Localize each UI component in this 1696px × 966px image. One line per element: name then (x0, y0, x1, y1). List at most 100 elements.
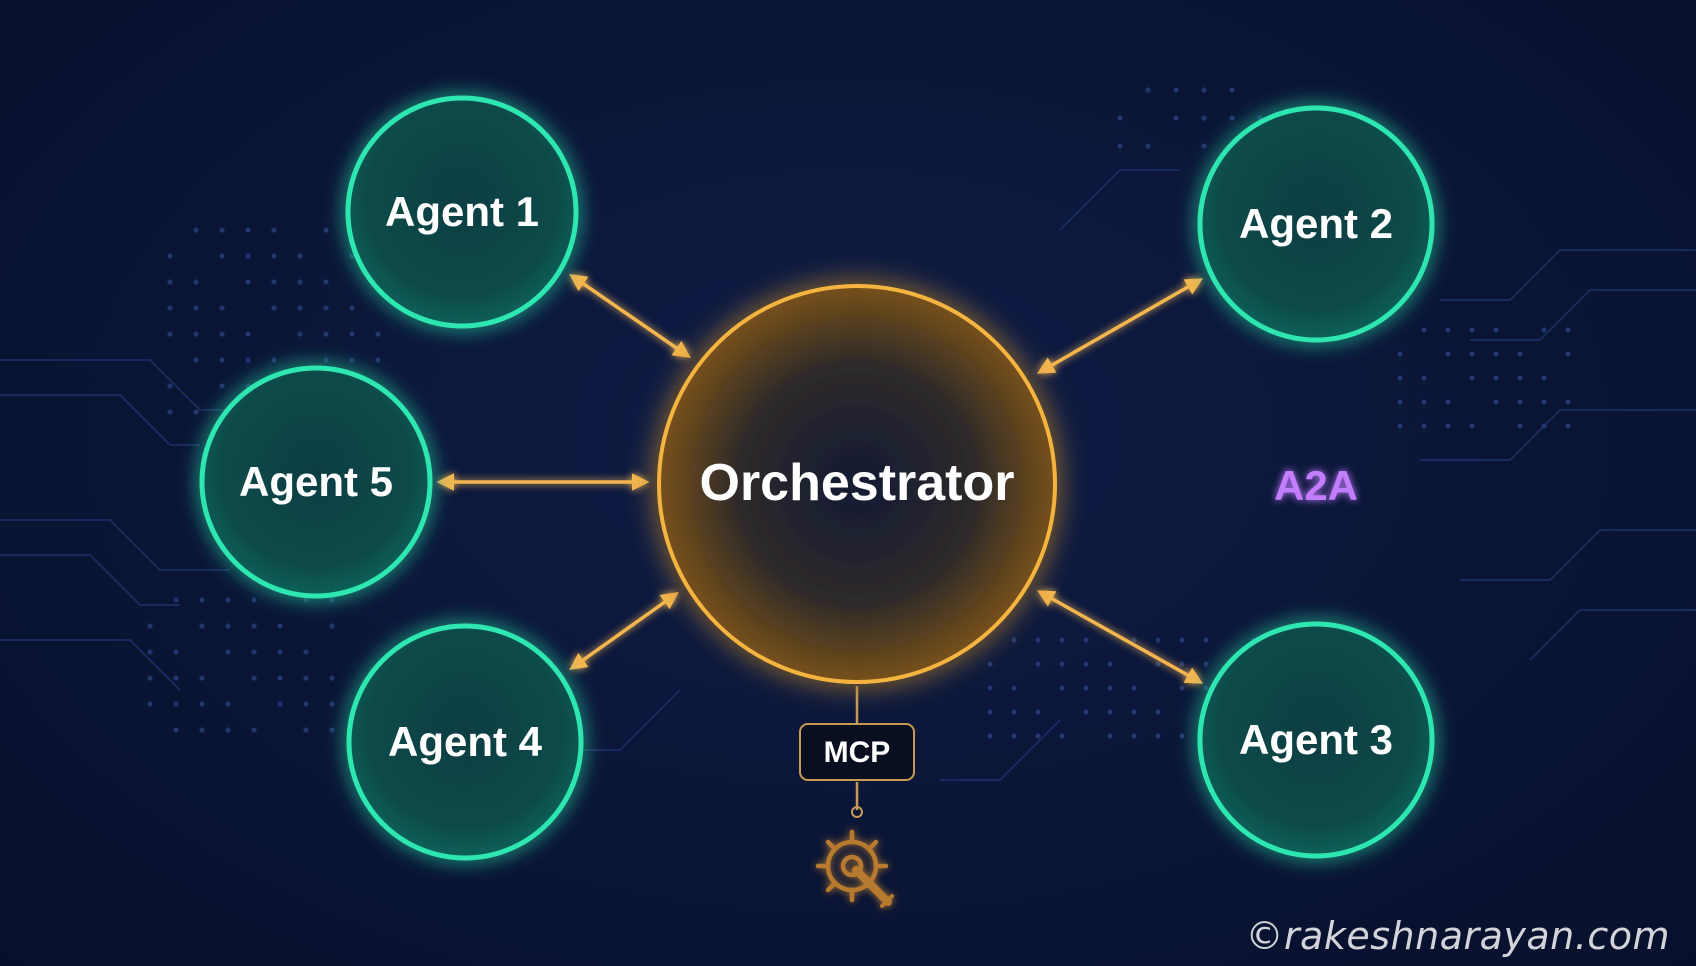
background-dot (271, 253, 277, 259)
background-dot (329, 623, 335, 629)
connector-agent-4 (569, 591, 679, 671)
background-dot (1493, 375, 1499, 381)
background-dot (987, 709, 993, 715)
background-dot (277, 623, 283, 629)
background-dot (167, 331, 173, 337)
background-dot (1565, 327, 1571, 333)
background-dot (277, 675, 283, 681)
background-dot (277, 701, 283, 707)
background-dot (225, 727, 231, 733)
background-dot (349, 357, 355, 363)
background-dot (1083, 661, 1089, 667)
background-dot (1493, 327, 1499, 333)
background-dot (1229, 115, 1235, 121)
background-dot (375, 331, 381, 337)
background-dot (1011, 685, 1017, 691)
background-dot (1469, 351, 1475, 357)
background-dot (349, 331, 355, 337)
background-dot (1445, 327, 1451, 333)
background-dot (297, 331, 303, 337)
background-dot (1011, 709, 1017, 715)
background-dot (323, 305, 329, 311)
background-dot (1203, 661, 1209, 667)
background-dot (1201, 143, 1207, 149)
background-dot (1397, 375, 1403, 381)
background-dot (1117, 143, 1123, 149)
agent-1-node: Agent 1 (345, 95, 579, 329)
background-dot (199, 623, 205, 629)
background-dot (1083, 685, 1089, 691)
agent-2-label: Agent 2 (1239, 200, 1393, 247)
background-dot (1155, 709, 1161, 715)
background-dot (1083, 637, 1089, 643)
background-dot (1229, 87, 1235, 93)
background-dot (303, 701, 309, 707)
background-dot (173, 675, 179, 681)
mcp-tool-node (851, 806, 863, 818)
background-dot (245, 253, 251, 259)
background-dot (1565, 351, 1571, 357)
background-dot (1203, 685, 1209, 691)
background-dot (1179, 661, 1185, 667)
background-dot (167, 279, 173, 285)
background-dot (1397, 423, 1403, 429)
background-dot (349, 305, 355, 311)
background-dot (167, 409, 173, 415)
background-dot (1397, 351, 1403, 357)
background-dot (1493, 351, 1499, 357)
agent-3-node: Agent 3 (1197, 621, 1435, 859)
background-dot (1565, 399, 1571, 405)
background-dot (1155, 637, 1161, 643)
background-dot (297, 253, 303, 259)
agent-2-node: Agent 2 (1197, 105, 1435, 343)
background-dot (1493, 399, 1499, 405)
background-dot (219, 305, 225, 311)
connector-agent-3 (1036, 590, 1204, 684)
background-dot (173, 701, 179, 707)
mcp-label: MCP (824, 736, 891, 769)
background-dot (297, 279, 303, 285)
background-dot (251, 623, 257, 629)
background-dot (1035, 637, 1041, 643)
background-dot (193, 409, 199, 415)
background-dot (1035, 661, 1041, 667)
a2a-label: A2A (1274, 462, 1358, 509)
background-dot (1517, 423, 1523, 429)
background-dot (199, 597, 205, 603)
background-dot (1131, 685, 1137, 691)
background-dot (167, 253, 173, 259)
agent-1-label: Agent 1 (385, 188, 539, 235)
background-dot (245, 227, 251, 233)
background-dot (167, 383, 173, 389)
background-dot (193, 331, 199, 337)
background-dot (297, 305, 303, 311)
background-dot (199, 701, 205, 707)
background-dot (1469, 375, 1475, 381)
background-dot (173, 649, 179, 655)
background-dot (271, 357, 277, 363)
background-dot (1203, 637, 1209, 643)
background-dot (1011, 733, 1017, 739)
background-dot (193, 279, 199, 285)
background-dot (167, 305, 173, 311)
background-dot (329, 701, 335, 707)
background-dot (147, 675, 153, 681)
background-dot (271, 227, 277, 233)
background-dot (323, 227, 329, 233)
background-dot (1565, 423, 1571, 429)
agent-3-label: Agent 3 (1239, 716, 1393, 763)
background-dot (219, 253, 225, 259)
orchestrator-node: Orchestrator (657, 284, 1057, 684)
background-dot (245, 331, 251, 337)
background-dot (271, 305, 277, 311)
background-dot (1517, 351, 1523, 357)
background-dot (1469, 327, 1475, 333)
background-dot (251, 727, 257, 733)
background-dot (1173, 115, 1179, 121)
background-dot (219, 331, 225, 337)
watermark: ©rakeshnarayan.com (1245, 914, 1670, 958)
background-dot (323, 279, 329, 285)
background-dot (1201, 115, 1207, 121)
background-dot (987, 733, 993, 739)
background-dot (173, 727, 179, 733)
